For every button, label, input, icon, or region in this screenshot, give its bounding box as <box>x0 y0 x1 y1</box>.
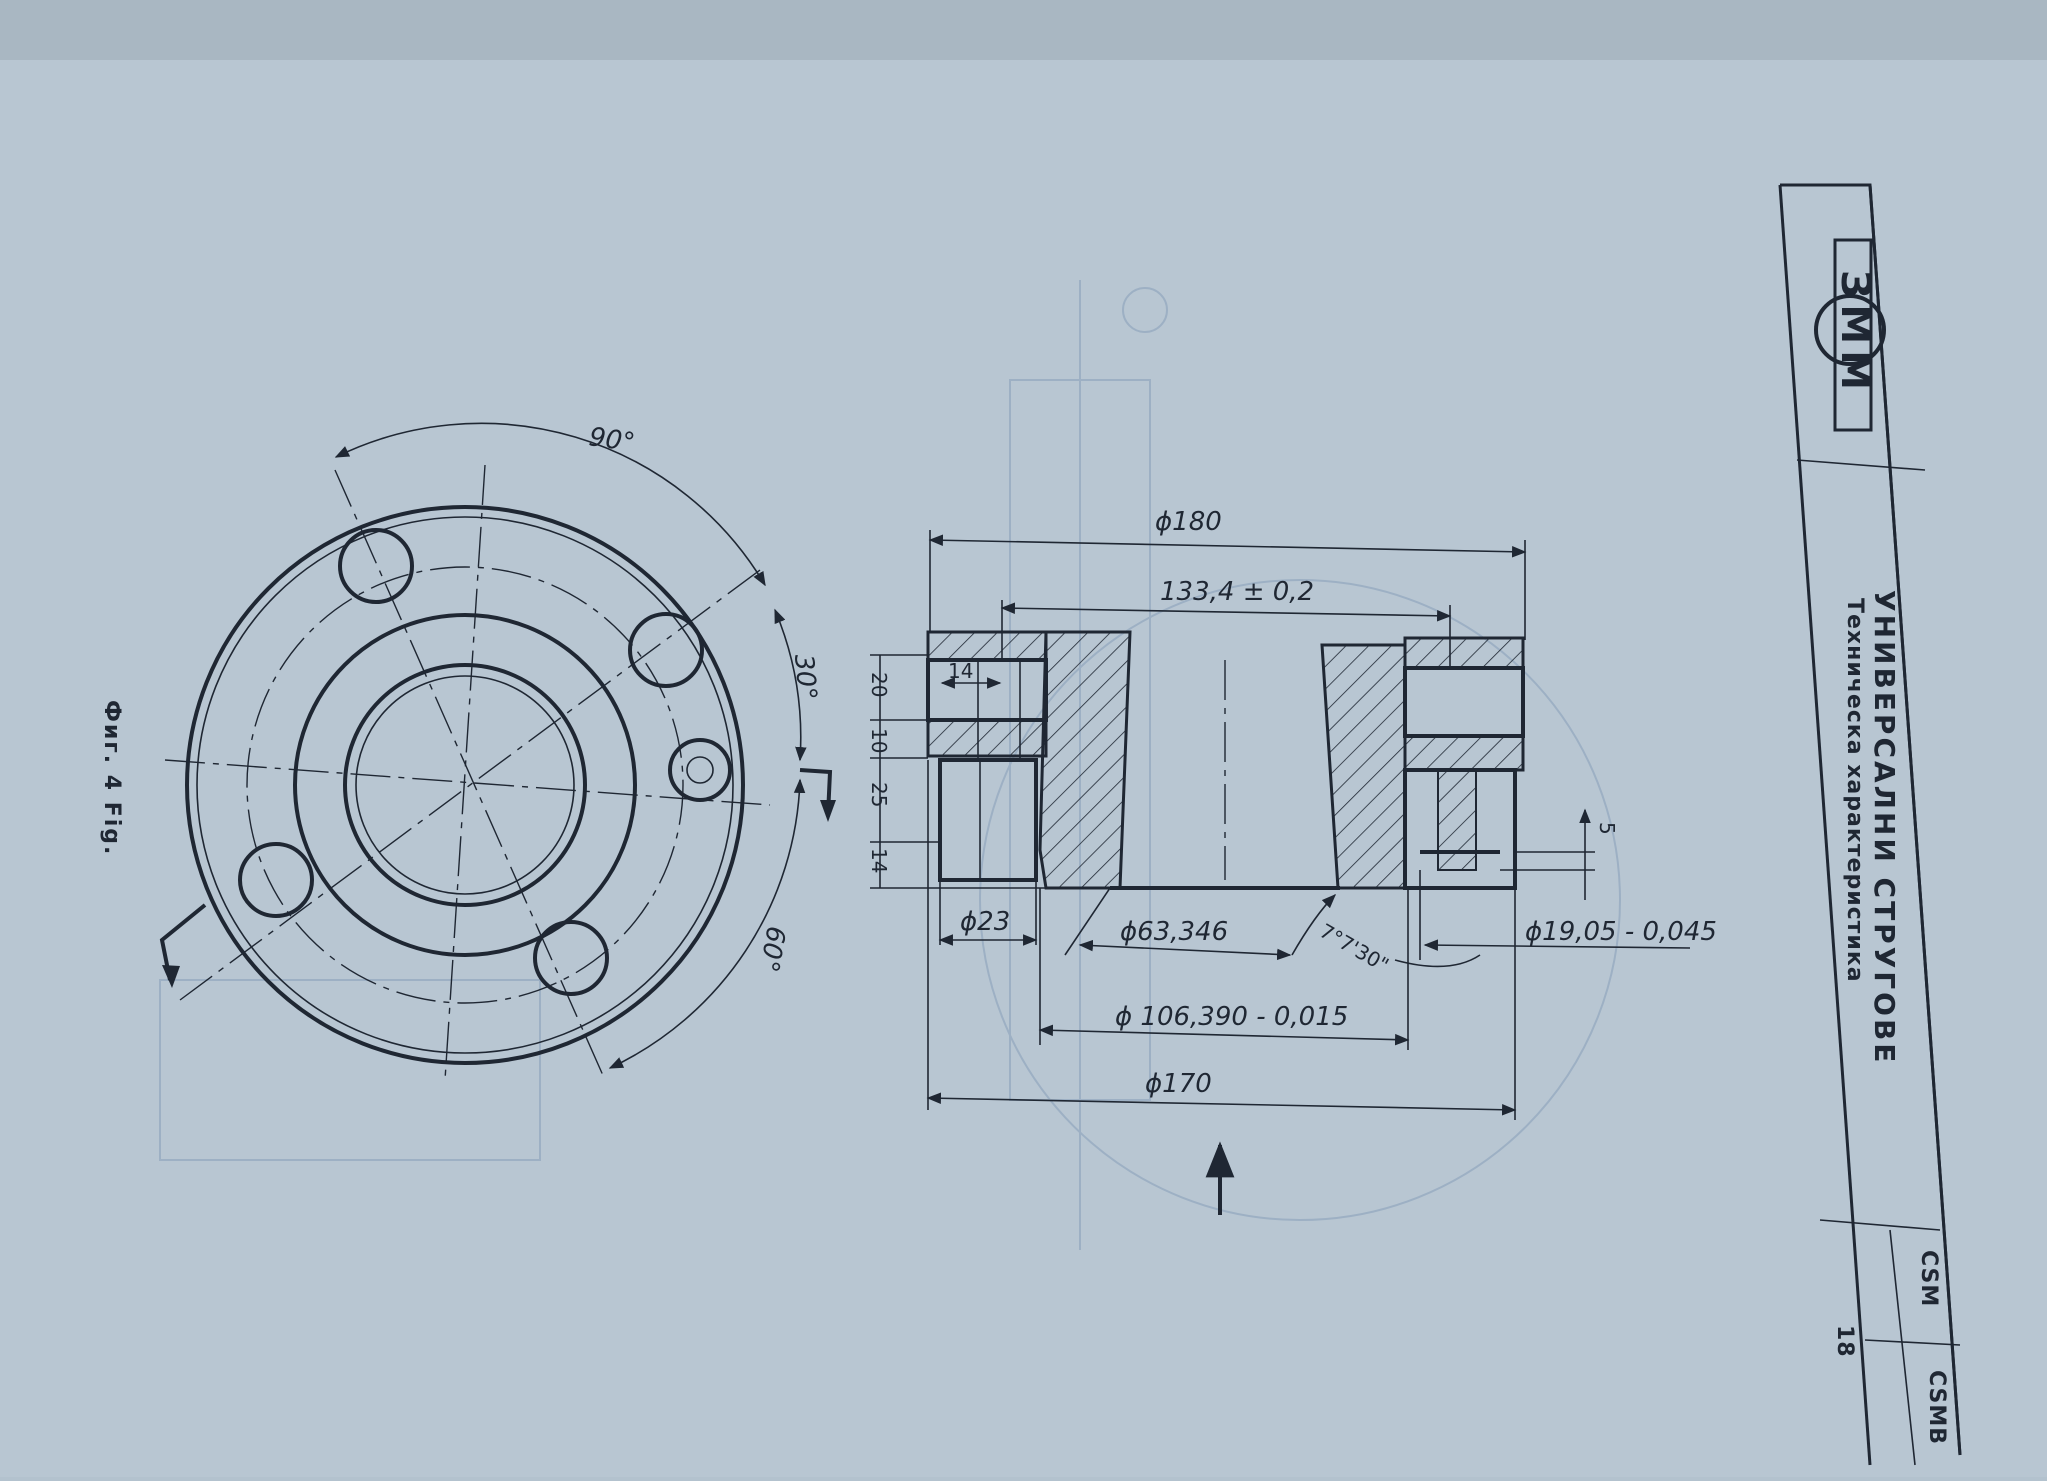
model-csmb: CSMB <box>1924 1370 1949 1445</box>
ext-phi63-left <box>1064 887 1111 956</box>
title-block-divider-4 <box>1864 1339 1961 1346</box>
angle-90-label: 90° <box>587 422 637 458</box>
dim-line-phi63 <box>1078 939 1292 961</box>
logo-circle-icon <box>1814 294 1886 366</box>
title-block-divider-1 <box>1796 459 1926 471</box>
dim-phi180: ϕ180 <box>1155 507 1222 537</box>
left-nut-band <box>926 718 1048 758</box>
logo-frame <box>1833 238 1873 432</box>
bolt-hole-2 <box>628 612 704 688</box>
dim-1334: 133,4 ± 0,2 <box>1160 577 1314 607</box>
left-stud <box>938 758 1038 882</box>
center-bore <box>343 663 587 907</box>
bolt-hole-4 <box>238 842 314 918</box>
dim-phi23: ϕ23 <box>960 907 1010 937</box>
model-csm: CSM <box>1916 1250 1941 1307</box>
angle-arc-30 <box>774 608 807 762</box>
right-body-section <box>1320 643 1407 890</box>
dim-phi63: ϕ63,346 <box>1120 917 1228 947</box>
dim-5: 5 <box>1595 822 1619 835</box>
dim-phi170: ϕ170 <box>1145 1069 1212 1099</box>
dim-arc-angle <box>1291 893 1337 956</box>
right-top-band <box>1403 636 1525 670</box>
dim-25: 25 <box>867 782 891 807</box>
top-paper-shadow <box>0 0 2047 70</box>
dim-line-phi106 <box>1038 1024 1410 1046</box>
left-body-section <box>1038 630 1132 890</box>
dim-line-phi19 <box>1423 939 1691 951</box>
angle-30-label: 30° <box>788 653 822 702</box>
title-block-divider-3 <box>1889 1229 1916 1466</box>
right-set-screw <box>1437 769 1477 871</box>
dim-line-phi170 <box>926 1092 1517 1116</box>
title-text: УНИВЕРСАЛНИ СТРУГОВЕ <box>1868 590 1901 1065</box>
flange-section-view: ϕ180 133,4 ± 0,2 14 20 10 25 14 5 ϕ23 <box>867 507 1717 1215</box>
figure-caption: Фиг. 4 Fig. <box>99 700 124 856</box>
dim-14-left: 14 <box>867 848 891 873</box>
diagonal-center-line-2 <box>179 569 761 1001</box>
dim-10: 10 <box>867 728 891 753</box>
bolt-hole-5 <box>533 920 609 996</box>
section-arrow-right <box>820 800 836 822</box>
page-number: 18 <box>1832 1325 1857 1358</box>
title-block-divider-2 <box>1819 1219 1941 1231</box>
dim-line-1334 <box>1000 602 1452 622</box>
dim-phi106: ϕ 106,390 - 0,015 <box>1115 1002 1348 1032</box>
subtitle-text: Техническа характеристика <box>1842 598 1867 983</box>
left-top-band <box>926 630 1048 662</box>
center-bore-chamfer <box>355 675 575 895</box>
angle-arc-60 <box>608 778 806 1069</box>
angle-arc-90 <box>334 422 766 587</box>
dim-14-top: 14 <box>948 659 973 683</box>
title-block-right-edge <box>1868 184 1962 1456</box>
dim-20: 20 <box>867 672 891 697</box>
right-nut-band <box>1403 734 1525 772</box>
vertical-center-line <box>444 464 486 1081</box>
dim-line-phi180 <box>928 534 1527 558</box>
section-arrow-left <box>162 965 180 988</box>
flange-plan-view: 90° 30° 60° <box>159 422 836 1081</box>
title-block-left-edge <box>1778 184 1872 1466</box>
paper-background <box>0 60 2047 1477</box>
zmm-logo: ЗММ <box>1814 238 1886 432</box>
dim-phi19: ϕ19,05 - 0,045 <box>1525 917 1717 947</box>
title-block: ЗММ УНИВЕРСАЛНИ СТРУГОВЕ Техническа хара… <box>1778 183 1962 1466</box>
logo-text: ЗММ <box>1832 270 1878 396</box>
angle-lower-arc <box>1394 954 1481 968</box>
